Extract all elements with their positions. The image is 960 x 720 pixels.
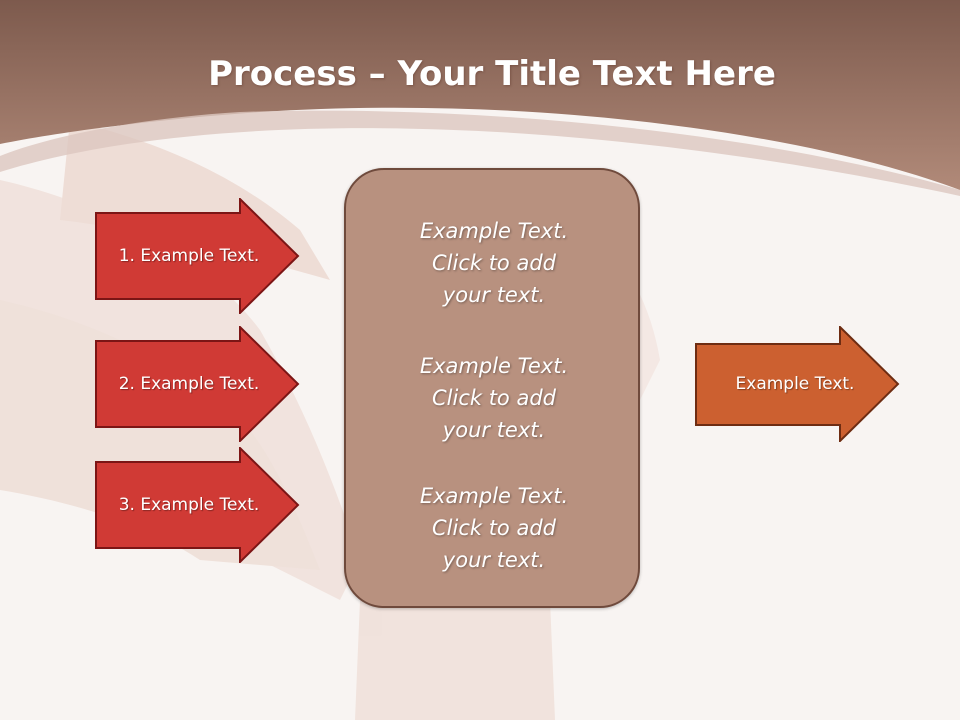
center-block-line: Click to add xyxy=(431,251,556,275)
left-arrow-1[interactable]: 1. Example Text. xyxy=(95,198,301,314)
center-block-line: Example Text. xyxy=(419,219,569,243)
center-block-line: your text. xyxy=(442,418,546,442)
left-arrow-label: 2. Example Text. xyxy=(118,374,260,394)
right-arrow[interactable]: Example Text. xyxy=(695,326,901,442)
header-band xyxy=(0,0,960,190)
left-arrow-3[interactable]: 3. Example Text. xyxy=(95,447,301,563)
title-rest: – Your Title Text Here xyxy=(356,54,776,94)
right-arrow-label: Example Text. xyxy=(735,374,855,394)
header-swoosh xyxy=(0,110,960,196)
left-arrow-label: 1. Example Text. xyxy=(118,246,260,266)
center-block-line: Click to add xyxy=(431,516,556,540)
center-block-line: Click to add xyxy=(431,386,556,410)
center-block-line: Example Text. xyxy=(419,484,569,508)
left-arrow-2[interactable]: 2. Example Text. xyxy=(95,326,301,442)
center-block-line: Example Text. xyxy=(419,354,569,378)
center-text-box[interactable]: Example Text. Click to add your text. Ex… xyxy=(344,168,640,608)
center-block-line: your text. xyxy=(442,548,546,572)
arrow-right-icon xyxy=(695,326,900,442)
center-block-line: your text. xyxy=(442,283,546,307)
arrow-right-icon xyxy=(95,326,300,442)
title-bold: Process xyxy=(208,54,357,94)
left-arrow-label: 3. Example Text. xyxy=(118,495,260,515)
center-block-3: Example Text. Click to add your text. xyxy=(346,480,642,576)
center-block-1: Example Text. Click to add your text. xyxy=(346,215,642,311)
arrow-right-icon xyxy=(95,198,300,314)
center-block-2: Example Text. Click to add your text. xyxy=(346,350,642,446)
arrow-right-icon xyxy=(95,447,300,563)
page-title: Process – Your Title Text Here xyxy=(0,52,960,96)
